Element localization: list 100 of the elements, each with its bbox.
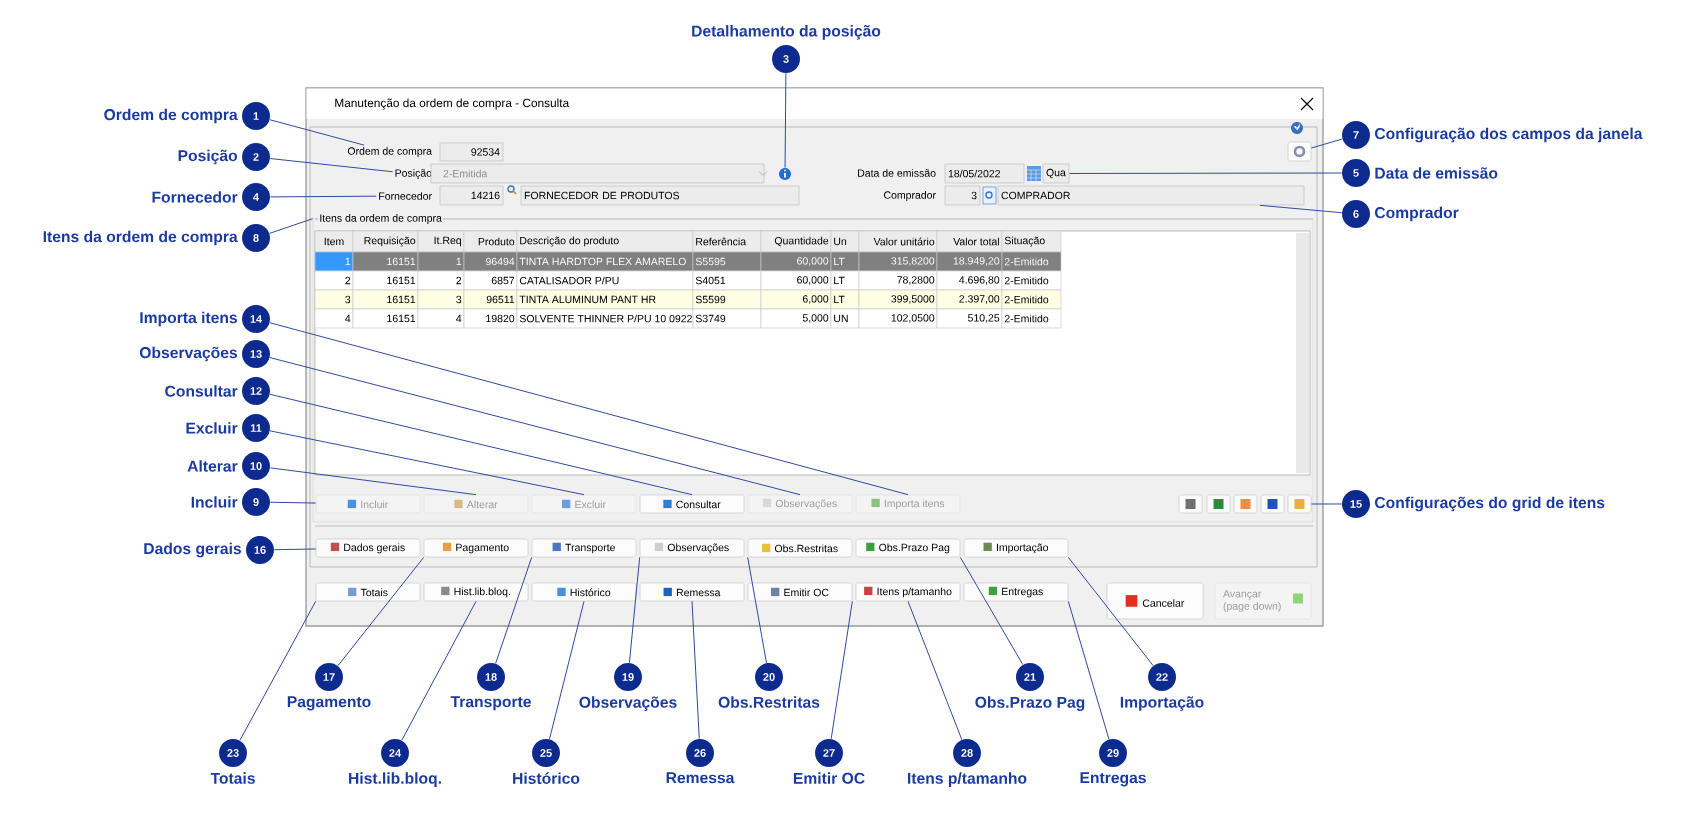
callout-title: Posição	[178, 149, 238, 165]
leader-line	[337, 556, 425, 667]
callout-badge: 26	[686, 739, 714, 767]
table-cell: S3749	[692, 308, 762, 329]
callout-badge: 21	[1016, 663, 1044, 691]
button: Incluir	[315, 494, 421, 514]
callout-badge: 5	[1342, 159, 1370, 187]
leader-line	[549, 600, 585, 740]
leader-line	[269, 119, 365, 146]
button: Emitir OC	[747, 582, 853, 602]
button: Observações	[639, 538, 745, 558]
table-cell: 510,25	[936, 308, 1003, 329]
button: Importação	[963, 538, 1069, 558]
callout-title: Data de emissão	[1375, 167, 1498, 179]
callout-badge: 12	[242, 377, 270, 405]
button: Remessa	[639, 582, 745, 602]
leader-line	[239, 600, 317, 741]
button: Consultar	[639, 494, 745, 514]
table-cell: S5595	[692, 251, 762, 272]
field-label: Posição	[395, 169, 432, 179]
leader-line	[269, 218, 314, 234]
callout-badge: 18	[477, 663, 505, 691]
leader-line	[269, 357, 801, 496]
icon-button	[1206, 494, 1231, 514]
column-header: Item	[314, 230, 354, 253]
leader-line	[1259, 204, 1343, 214]
table-cell: S5599	[692, 289, 762, 310]
icon-button	[1260, 494, 1285, 514]
button: Pagamento	[423, 538, 529, 558]
callout-badge: 22	[1148, 663, 1176, 691]
table-cell: 16151	[352, 289, 419, 310]
callout-title: Ordem de compra	[104, 108, 238, 124]
leader-line	[273, 548, 317, 551]
table-cell: LT	[830, 289, 860, 310]
table-cell: 3	[314, 289, 354, 310]
callout-badge: 16	[246, 536, 274, 564]
column-header: It.Req	[417, 230, 465, 253]
field-label: Data de emissão	[858, 169, 936, 177]
table-cell: 4.696,80	[936, 270, 1003, 291]
info-icon	[779, 168, 791, 180]
callout-title: Pagamento	[287, 696, 371, 711]
callout-title: Incluir	[191, 496, 238, 508]
table-cell: UN	[830, 308, 860, 329]
text-field: 3	[944, 185, 981, 206]
button: Avançar (page down)	[1214, 582, 1312, 620]
table-cell: 18.949,20	[936, 251, 1003, 272]
leader-line	[269, 501, 317, 504]
callout-title: Obs.Restritas	[718, 696, 820, 708]
callout-badge: 7	[1342, 121, 1370, 149]
callout-title: Totais	[210, 772, 255, 784]
table-cell: 2-Emitido	[1001, 270, 1062, 291]
leader-line	[1068, 172, 1343, 174]
leader-line	[269, 430, 585, 496]
column-header: Situação	[1001, 230, 1062, 253]
callout-title: Configuração dos campos da janela	[1375, 127, 1643, 143]
group-title: Itens da ordem de compra	[318, 213, 443, 225]
callout-badge: 20	[755, 663, 783, 691]
settings-button	[1287, 141, 1312, 162]
callout-badge: 8	[242, 224, 270, 252]
callout-badge: 9	[242, 488, 270, 516]
callout-badge: 10	[242, 452, 270, 480]
table-cell: LT	[830, 251, 860, 272]
callout-title: Hist.lib.bloq.	[349, 772, 441, 787]
table-cell: 1	[314, 251, 354, 272]
callout-badge: 4	[242, 183, 270, 211]
leader-line	[269, 467, 477, 496]
callout-title: Obs.Prazo Pag	[975, 696, 1085, 711]
leader-line	[1067, 600, 1110, 740]
callout-title: Detalhamento da posição	[692, 25, 881, 40]
callout-badge: 25	[532, 739, 560, 767]
button: Alterar	[423, 494, 529, 514]
field-label: Comprador	[884, 191, 936, 201]
table-cell: 2-Emitido	[1001, 289, 1062, 310]
leader-line	[269, 158, 394, 173]
leader-line	[959, 556, 1024, 666]
table-cell: 2-Emitido	[1001, 251, 1062, 272]
callout-title: Observações	[579, 696, 677, 711]
callout-badge: 11	[242, 414, 270, 442]
callout-badge: 13	[242, 340, 270, 368]
leader-line	[1067, 556, 1154, 667]
button: Histórico	[531, 582, 637, 602]
callout-title: Excluir	[186, 422, 238, 434]
field-label: Ordem de compra	[347, 147, 432, 157]
button: Excluir	[531, 494, 637, 514]
callout-title: Dados gerais	[144, 542, 241, 558]
callout-title: Remessa	[666, 772, 735, 784]
callout-badge: 17	[315, 663, 343, 691]
callout-title: Entregas	[1080, 772, 1146, 787]
button: Importa itens	[855, 494, 961, 514]
table-cell: LT	[830, 270, 860, 291]
callout-title: Alterar	[187, 460, 238, 472]
table-cell: 19820	[463, 308, 518, 329]
table-cell: 1	[417, 251, 465, 272]
callout-title: Emitir OC	[793, 772, 865, 784]
leader-line	[1310, 503, 1343, 505]
callout-badge: 27	[815, 739, 843, 767]
table-cell: 2-Emitido	[1001, 308, 1062, 329]
text-field: 14216	[439, 185, 504, 206]
button: Obs.Restritas	[747, 538, 853, 558]
callout-title: Itens da ordem de compra	[43, 230, 238, 246]
